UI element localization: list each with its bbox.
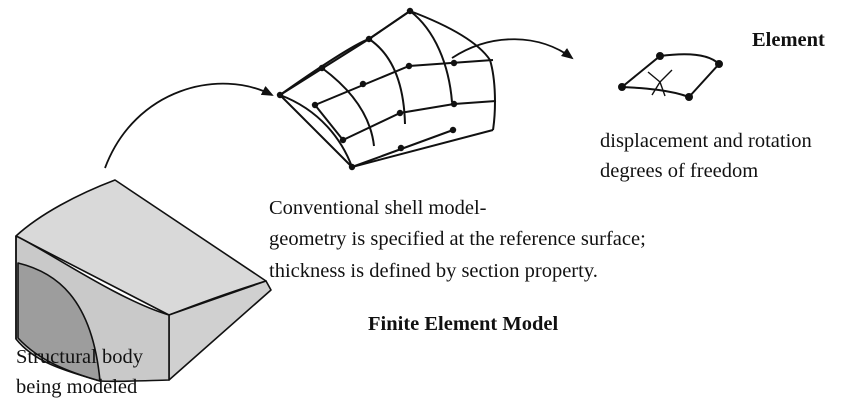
single-element <box>618 52 723 101</box>
structural-body-solid <box>15 179 272 383</box>
body-inner-face <box>17 262 101 382</box>
arrow-body-to-mesh <box>104 82 274 169</box>
dof-label-line1: displacement and rotation <box>600 130 812 152</box>
shell-desc-line2: geometry is specified at the reference s… <box>269 228 646 250</box>
body-label-line2: being modeled <box>16 376 138 398</box>
shell-mesh <box>279 10 497 168</box>
element-dof-arrows <box>647 69 673 97</box>
mesh-nodes <box>276 7 458 171</box>
dof-label-line2: degrees of freedom <box>600 160 759 182</box>
shell-desc-line3: thickness is defined by section property… <box>269 260 598 282</box>
fem-title: Finite Element Model <box>368 313 559 335</box>
element-title: Element <box>752 29 825 51</box>
body-label-line1: Structural body <box>16 346 143 368</box>
shell-desc-line1: Conventional shell model- <box>269 197 487 219</box>
arrow-mesh-to-element <box>451 38 574 60</box>
